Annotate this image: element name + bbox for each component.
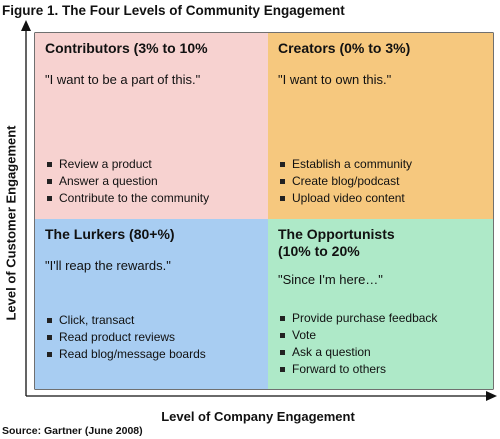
quadrant-title: The Lurkers (80+%) [45,226,175,242]
bullet-icon [280,179,285,184]
list-item: Upload video content [280,190,412,207]
bullet-icon [280,367,285,372]
list-item: Read blog/message boards [47,346,206,363]
quadrant-title-line: (10% to 20% [278,243,360,259]
bullet-icon [280,196,285,201]
quadrant-contributors: Contributors (3% to 10% "I want to be a … [35,33,268,219]
list-item: Ask a question [280,344,437,361]
bullet-icon [47,162,52,167]
bullet-icon [47,318,52,323]
bullet-icon [280,333,285,338]
y-axis-label: Level of Customer Engagement [3,125,19,321]
list-item: Vote [280,327,437,344]
quadrant-title: Contributors (3% to 10% [45,40,208,56]
list-item: Contribute to the community [47,190,209,207]
list-item: Review a product [47,156,209,173]
x-axis-label: Level of Company Engagement [161,409,355,424]
x-axis-arrow [26,391,497,401]
list-item: Create blog/podcast [280,173,412,190]
bullet-list: Click, transact Read product reviews Rea… [47,312,206,363]
quadrant-opportunists: The Opportunists (10% to 20% "Since I'm … [268,219,493,389]
quadrant-title-line: The Opportunists [278,226,395,242]
figure-title: Figure 1. The Four Levels of Community E… [2,3,345,18]
list-item: Establish a community [280,156,412,173]
bullet-icon [47,352,52,357]
quadrant-creators: Creators (0% to 3%) "I want to own this.… [268,33,493,219]
bullet-icon [280,316,285,321]
bullet-icon [280,350,285,355]
bullet-icon [47,196,52,201]
bullet-icon [47,179,52,184]
quadrant-title: The Opportunists (10% to 20% [278,226,483,260]
quadrant-quote: "Since I'm here…" [278,272,383,287]
quadrant-quote: "I want to be a part of this." [45,72,201,87]
list-item: Click, transact [47,312,206,329]
list-item: Provide purchase feedback [280,310,437,327]
quadrant-lurkers: The Lurkers (80+%) "I'll reap the reward… [35,219,268,389]
list-item: Forward to others [280,361,437,378]
bullet-icon [47,335,52,340]
quadrant-quote: "I'll reap the rewards." [45,258,171,273]
quadrant-title: Creators (0% to 3%) [278,40,411,56]
bullet-list: Establish a community Create blog/podcas… [280,156,412,207]
list-item: Answer a question [47,173,209,190]
bullet-list: Review a product Answer a question Contr… [47,156,209,207]
quadrant-quote: "I want to own this." [278,72,392,87]
bullet-list: Provide purchase feedback Vote Ask a que… [280,310,437,378]
y-axis-arrow [21,20,31,396]
source-note: Source: Gartner (June 2008) [2,425,143,437]
list-item: Read product reviews [47,329,206,346]
bullet-icon [280,162,285,167]
